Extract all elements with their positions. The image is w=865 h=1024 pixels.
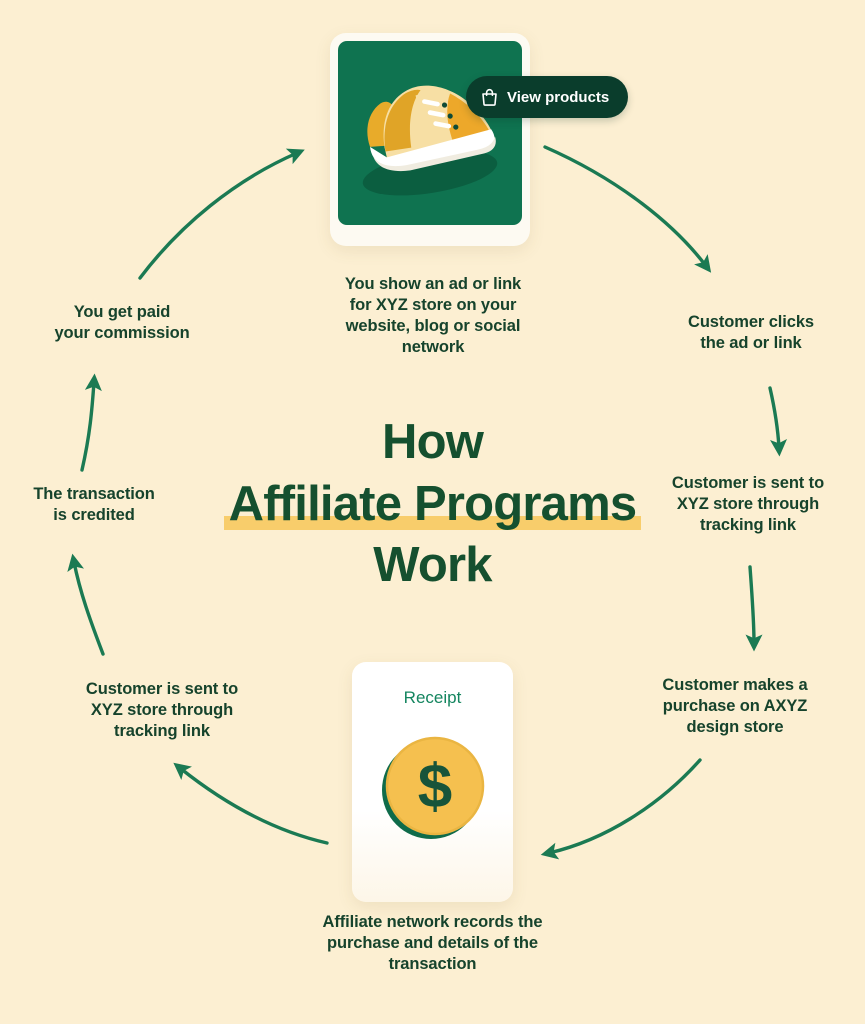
view-products-button[interactable]: View products [466, 76, 629, 118]
step-3-label: Customer is sent to XYZ store through tr… [671, 474, 825, 535]
title-line-1: How [381, 415, 484, 469]
shoe-sole-edge [373, 136, 496, 172]
title-line-2-wrapper: Affiliate Programs [150, 474, 715, 536]
arrow-top-to-right [543, 145, 712, 273]
arrow-right-to-bottom [540, 758, 702, 860]
arrow-right-down-2 [745, 565, 763, 652]
step-8-label: You get paid your commission [54, 303, 190, 343]
step-2-label: Customer clicks the ad or link [688, 313, 814, 353]
view-products-label: View products [507, 88, 610, 106]
shoe-laces [422, 99, 452, 129]
coin-dollar-sign: $ [418, 753, 452, 822]
shoe-stripe [384, 89, 421, 152]
receipt-title: Receipt [403, 688, 462, 707]
coin-face [387, 738, 483, 834]
arrow-left-up-2 [80, 373, 102, 472]
shoe-toe [447, 93, 490, 143]
step-4-label: Customer makes a purchase on AXYZ design… [662, 676, 808, 737]
step-1-label: You show an ad or link for XYZ store on … [344, 275, 522, 357]
step-5-label: Affiliate network records the purchase a… [322, 913, 543, 974]
receipt-card: Receipt $ [352, 662, 513, 902]
shoe-eyelets [441, 102, 459, 130]
shopping-bag-icon [481, 88, 498, 106]
title-line-3: Work [373, 538, 492, 593]
sneaker-illustration [338, 41, 522, 225]
coin-rim [385, 736, 485, 836]
dollar-coin-icon: $ [379, 734, 487, 847]
title-line-2: Affiliate Programs [223, 474, 641, 536]
arrow-right-down-1 [768, 386, 788, 457]
step-7-label: The transaction is credited [33, 485, 155, 525]
page-title: How Affiliate Programs Work [150, 412, 715, 597]
product-card: View products [330, 33, 629, 246]
shoe-sole [370, 129, 495, 168]
shoe-tongue [415, 94, 448, 141]
step-6-label: Customer is sent to XYZ store through tr… [85, 680, 239, 741]
arrow-left-to-top [138, 148, 305, 280]
arrow-left-up-1 [67, 553, 105, 656]
arrow-bottom-to-left [173, 762, 329, 845]
